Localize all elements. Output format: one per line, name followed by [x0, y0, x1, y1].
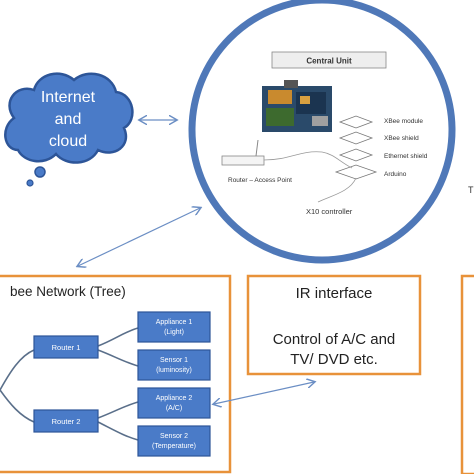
stack-label-xbee-module: XBee module — [384, 118, 423, 125]
right-partial-box — [460, 274, 474, 474]
appliance-ir-arrow — [214, 382, 314, 404]
appliance-1-line2: (Light) — [164, 329, 184, 336]
ir-box-frame — [246, 274, 422, 376]
stack-label-ethernet-shield: Ethernet shield — [384, 153, 428, 160]
tree-edges — [0, 327, 139, 441]
router-1-label: Router 1 — [52, 343, 81, 352]
ir-title: IR interface — [296, 285, 373, 302]
appliance-2-line1: Appliance 2 — [156, 395, 193, 402]
sensor-1-line2: (luminosity) — [156, 367, 192, 374]
stack-label-xbee-shield: XBee shield — [384, 135, 419, 142]
right-edge-letter: T — [468, 185, 474, 195]
central-unit-title-box — [271, 51, 387, 69]
appliance-2-line2: (A/C) — [166, 405, 182, 412]
router-1-node — [33, 335, 99, 359]
ir-line-2: TV/ DVD etc. — [290, 351, 378, 368]
sensor-2-line1: Sensor 2 — [160, 433, 188, 440]
router-access-point — [221, 139, 353, 169]
stack-label-arduino: Arduino — [384, 171, 407, 178]
router-2-label: Router 2 — [52, 417, 81, 426]
zigbee-title: bee Network (Tree) — [10, 284, 126, 299]
central-unit-title: Central Unit — [306, 57, 352, 66]
cloud-puff-tiny — [26, 179, 34, 187]
central-unit: Central Unit XBee module XBee shield Eth… — [188, 0, 456, 264]
cloud-puff-small — [34, 166, 46, 178]
arduino-board-image — [262, 80, 332, 132]
cloud-line-1: Internet — [41, 89, 96, 106]
x10-controller-label: X10 controller — [306, 207, 353, 216]
sensor-1-node — [137, 349, 211, 381]
sensor-1-line1: Sensor 1 — [160, 357, 188, 364]
zigbee-network-box: bee Network (Tree) Router 1 Router 2 App… — [0, 274, 232, 474]
x10-cable — [317, 177, 357, 203]
central-zigbee-arrow — [78, 208, 200, 266]
appliance-2-node — [137, 387, 211, 419]
router-2-node — [33, 409, 99, 433]
internet-cloud: Internet and cloud — [4, 72, 134, 187]
stacked-layers-icon — [334, 115, 378, 180]
appliance-1-line1: Appliance 1 — [156, 319, 193, 326]
router-label: Router – Access Point — [228, 177, 292, 184]
cloud-shape — [4, 72, 134, 164]
cloud-line-2: and — [55, 111, 82, 128]
sensor-2-line2: (Temperature) — [152, 443, 196, 450]
sensor-2-node — [137, 425, 211, 457]
ir-line-1: Control of A/C and — [273, 331, 396, 348]
cloud-line-3: cloud — [49, 133, 87, 150]
ir-interface-box: IR interface Control of A/C and TV/ DVD … — [246, 274, 422, 376]
appliance-1-node — [137, 311, 211, 343]
